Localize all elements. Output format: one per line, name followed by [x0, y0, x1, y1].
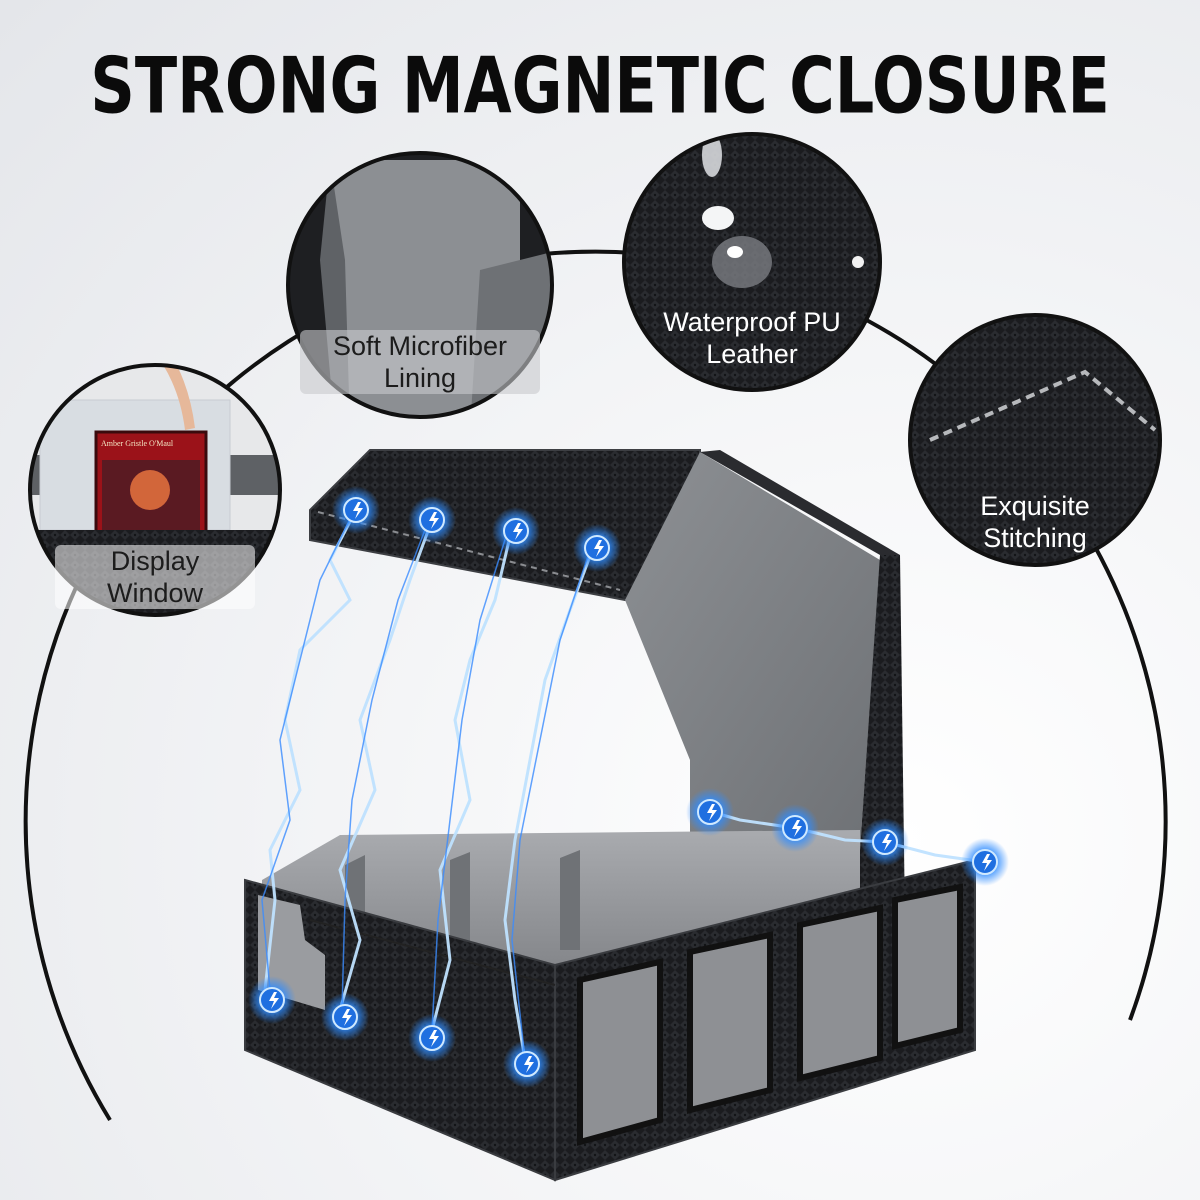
feature-line: Window: [106, 578, 204, 608]
feature-line: Leather: [706, 339, 798, 369]
window-3: [797, 904, 883, 1082]
feature-label-waterproof: Waterproof PU Leather: [632, 306, 872, 370]
magnet-node: [248, 976, 296, 1024]
magnet-node: [771, 804, 819, 852]
window-2: [687, 931, 773, 1114]
feature-line: Soft Microfiber: [332, 331, 508, 361]
magnet-node: [321, 993, 369, 1041]
magnet-node: [961, 838, 1009, 886]
feature-label-microfiber: Soft Microfiber Lining: [300, 330, 540, 394]
headline: STRONG MAGNETIC CLOSURE: [90, 40, 1110, 132]
stitching-icon: [910, 315, 1160, 565]
magnet-node: [503, 1040, 551, 1088]
card-name: Amber Gristle O'Maul: [101, 439, 174, 448]
lid-inner: [625, 452, 880, 850]
window-4: [892, 883, 963, 1050]
magnet-node: [861, 818, 909, 866]
magnet-node: [492, 507, 540, 555]
feature-line: Lining: [383, 363, 457, 393]
feature-label-display-window: Display Window: [55, 545, 255, 609]
magnet-nodes: [248, 486, 1009, 1088]
feature-label-stitching: Exquisite Stitching: [935, 490, 1135, 554]
magnet-node: [686, 788, 734, 836]
feature-line: Exquisite: [980, 491, 1090, 521]
feature-line: Waterproof PU: [663, 307, 841, 337]
window-1: [577, 958, 663, 1146]
water-drop-icon: [624, 134, 880, 390]
magnet-node: [332, 486, 380, 534]
magnet-node: [408, 1014, 456, 1062]
feature-line: Display: [110, 546, 200, 576]
magnet-node: [408, 496, 456, 544]
magnet-node: [573, 524, 621, 572]
feature-line: Stitching: [983, 523, 1087, 553]
